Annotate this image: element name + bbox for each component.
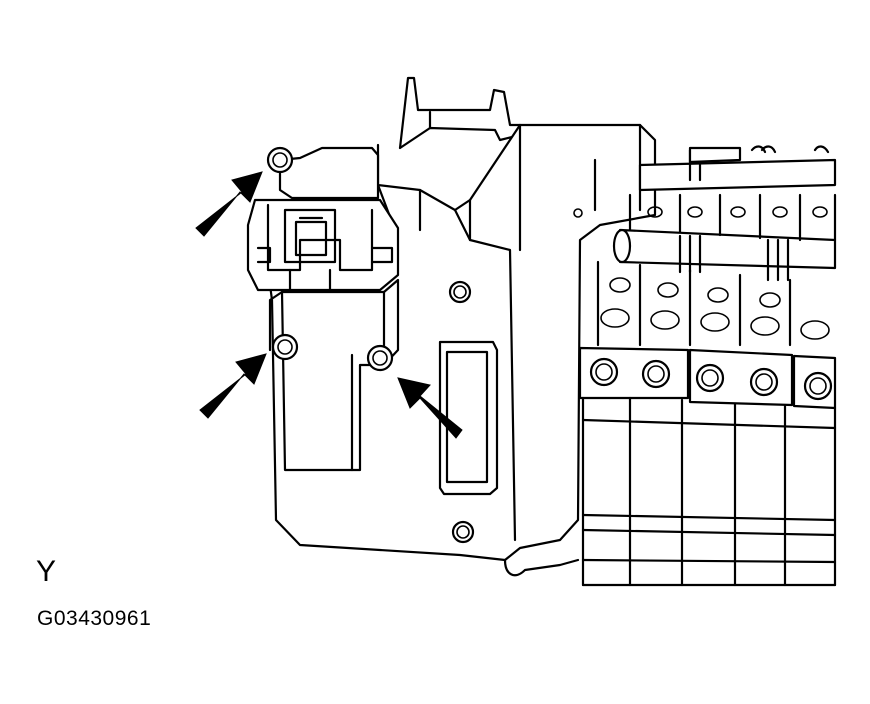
arrow-lower-right-bolt <box>397 377 463 439</box>
arrow-upper-bolt <box>195 171 263 237</box>
figure-code: G03430961 <box>37 607 152 630</box>
arrow-icon <box>199 353 267 419</box>
arrow-icon <box>397 377 463 439</box>
fuse-block <box>578 145 837 587</box>
arrow-icon <box>195 171 263 237</box>
view-label: Y <box>36 555 57 588</box>
rear-housing <box>398 76 522 150</box>
sensor-module <box>246 146 400 472</box>
arrow-lower-left-bolt <box>199 353 267 419</box>
